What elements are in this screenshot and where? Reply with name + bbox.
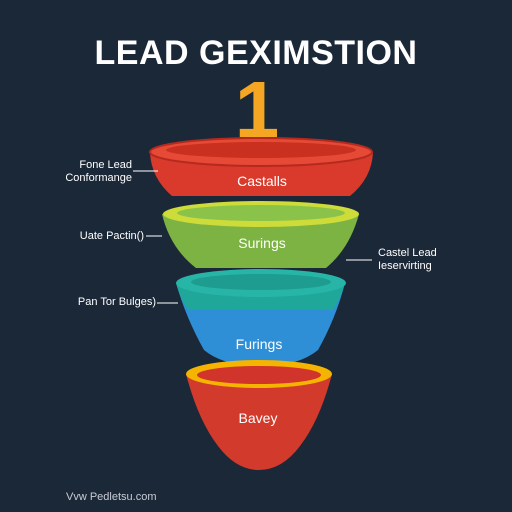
footer-url: Vvw Pedletsu.com	[66, 491, 157, 503]
callout-right-1-line1: Castel Lead	[378, 247, 437, 259]
funnel-tier-3: Furings	[176, 269, 346, 368]
callout-left-2: Uate Pactin()	[79, 230, 144, 242]
tier-1-label: Castalls	[237, 173, 287, 189]
tier-4-label: Bavey	[239, 410, 278, 426]
callout-right-1: Castel Lead Ieservirting	[378, 247, 488, 273]
tier-3-label: Furings	[236, 336, 283, 352]
callout-left-3: Pan Tor Bulges)	[77, 296, 156, 308]
tier-2-label: Surings	[238, 235, 285, 251]
callout-left-1: Fone Lead Conformange	[40, 159, 132, 185]
page-title: LEAD GEXIMSTION	[94, 34, 418, 72]
funnel-tier-2: Surings	[162, 201, 359, 268]
callout-left-1-line1: Fone Lead	[79, 159, 132, 171]
funnel-tier-1: Castalls	[149, 137, 373, 196]
callout-left-1-line2: Conformange	[65, 172, 132, 184]
funnel-tier-4: Bavey	[186, 360, 332, 470]
callout-right-1-line2: Ieservirting	[378, 260, 432, 272]
step-number: 1	[234, 65, 280, 154]
